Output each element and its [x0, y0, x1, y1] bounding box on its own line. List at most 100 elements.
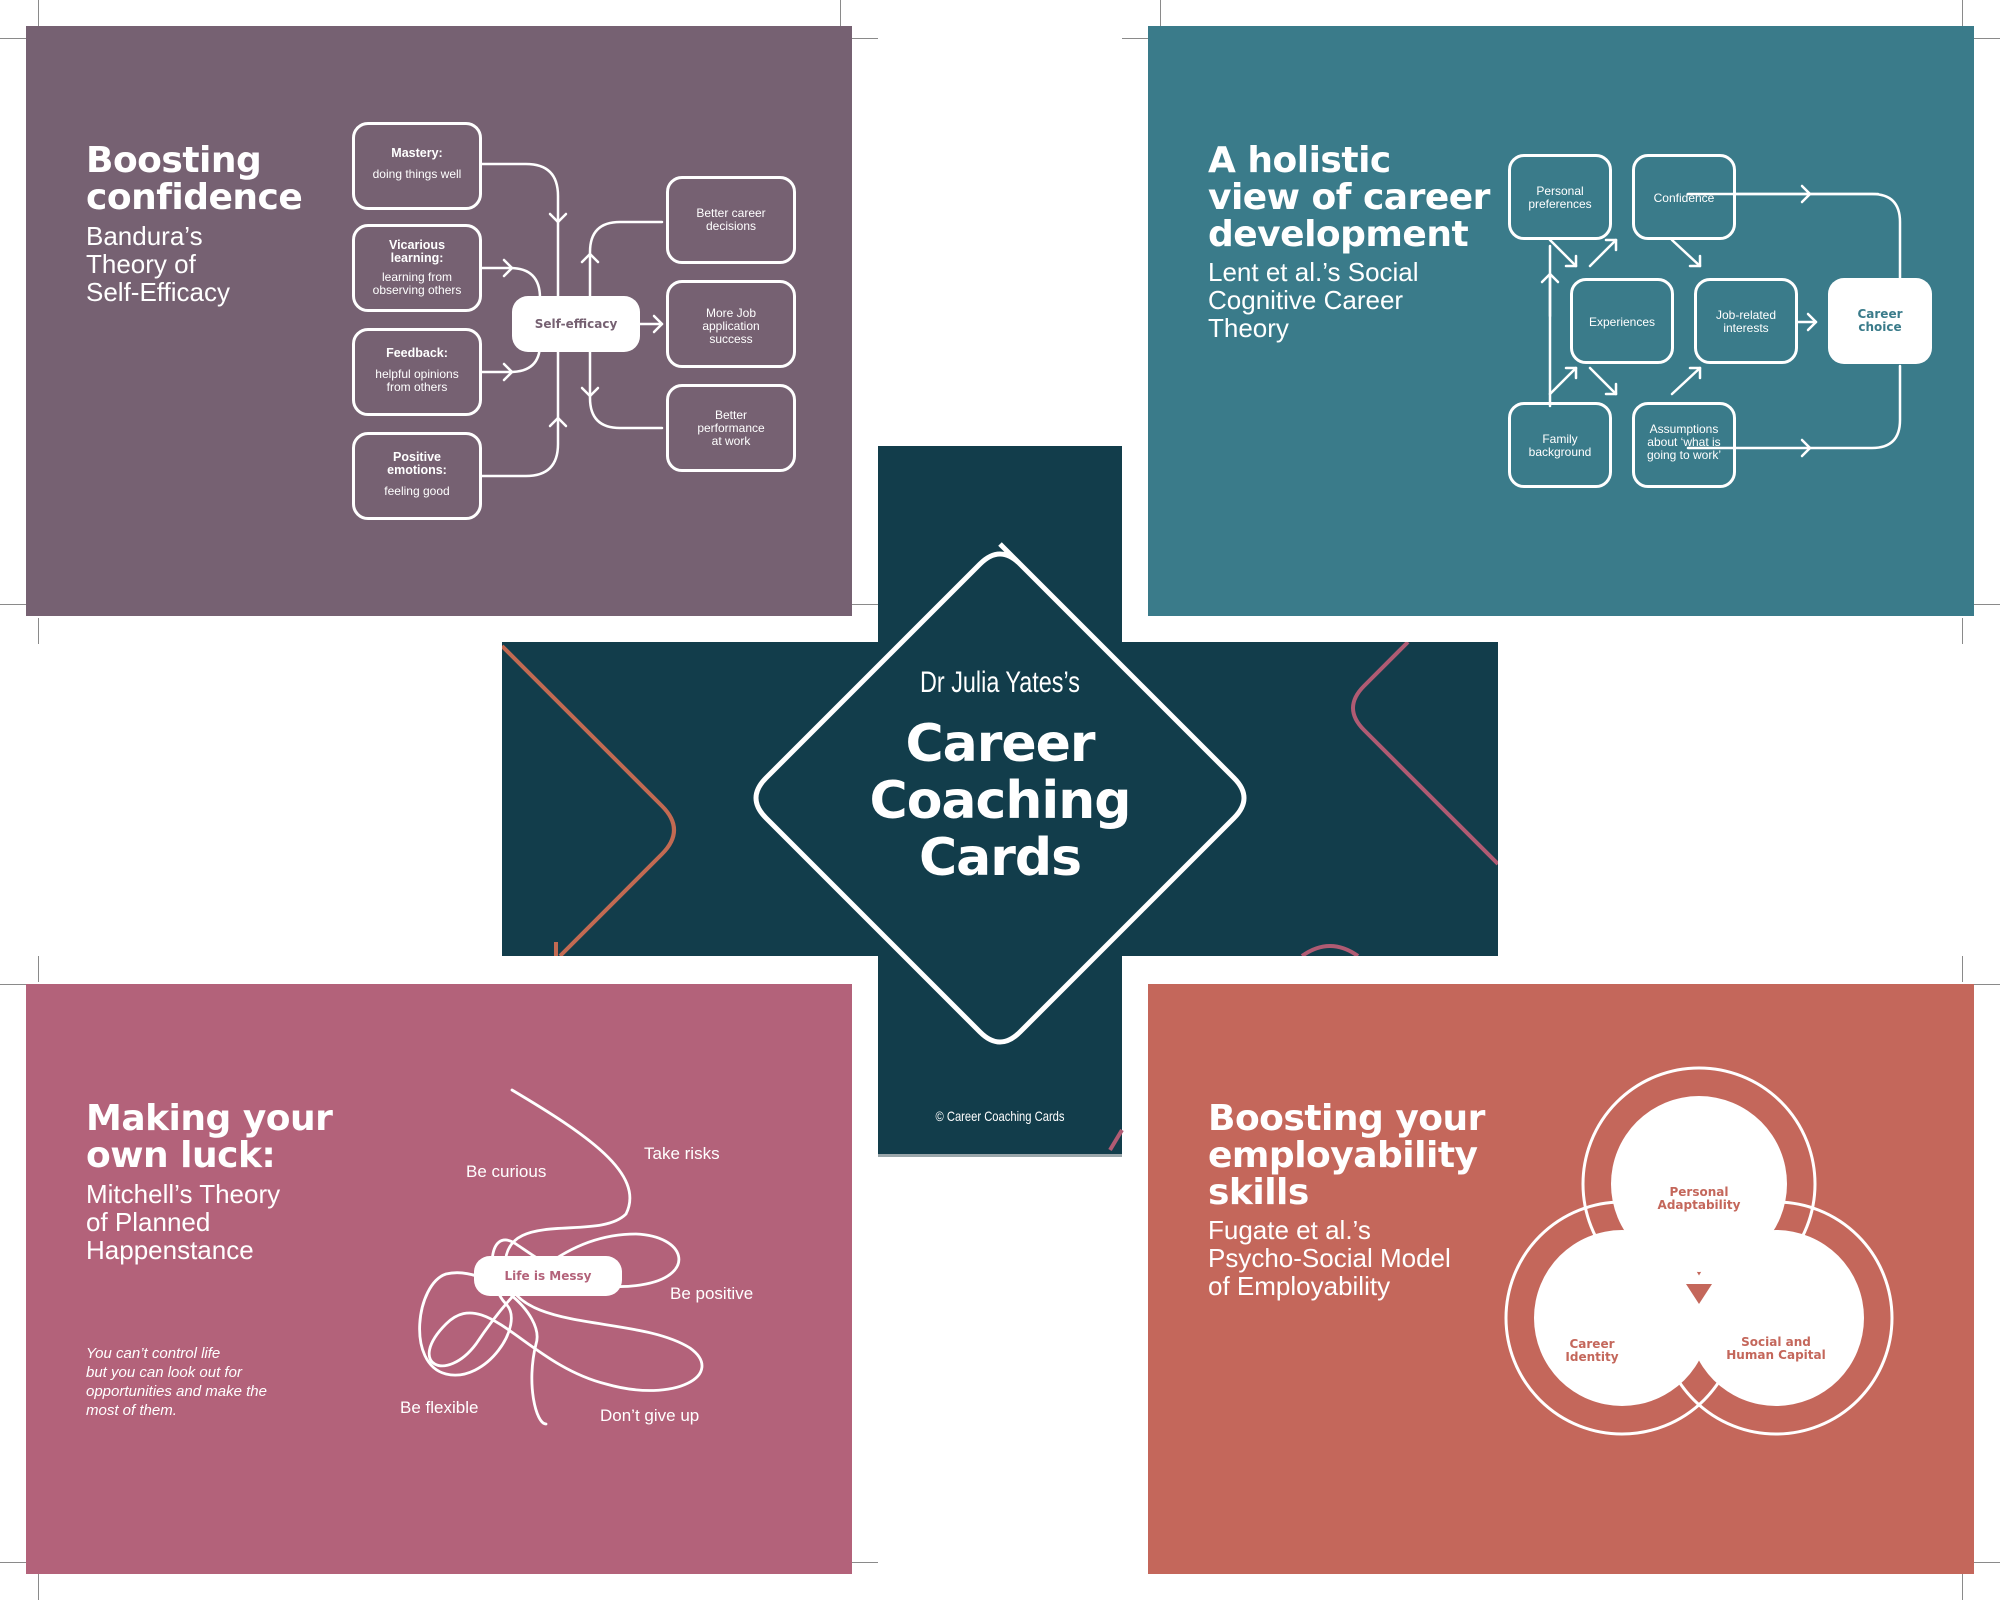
subtitle-line: Lent et al.’s Social — [1208, 257, 1419, 287]
arrow-head — [1800, 184, 1812, 204]
label-be-positive: Be positive — [670, 1284, 754, 1303]
subtitle-line: Happenstance — [86, 1235, 254, 1265]
title-line: view of career — [1208, 177, 1490, 218]
connector — [588, 348, 664, 430]
card-subtitle: Bandura’s Theory of Self-Efficacy — [86, 222, 230, 306]
crop-mark — [1962, 1574, 1963, 1600]
card-subtitle: Lent et al.’s Social Cognitive Career Th… — [1208, 258, 1419, 342]
source-body: helpful opinions from others — [375, 367, 459, 394]
life-is-messy-pill: Life is Messy — [474, 1256, 622, 1296]
subtitle-line: of Employability — [1208, 1271, 1391, 1301]
card-title: A holistic view of career development — [1208, 142, 1490, 253]
connector — [1548, 238, 1578, 268]
node-label: Personal preferences — [1528, 184, 1592, 211]
note-line: most of them. — [86, 1402, 177, 1419]
decorative-line — [502, 644, 676, 956]
venn-circle-personal-adaptability — [1611, 1096, 1787, 1272]
outcome-box: Better performance at work — [666, 384, 796, 472]
card-title: Making your own luck: — [86, 1098, 333, 1174]
node-job-related-interests: Job-related interests — [1694, 278, 1798, 364]
crop-mark — [0, 984, 26, 985]
subtitle-line: Bandura’s — [86, 221, 203, 251]
node-family-background: Family background — [1508, 402, 1612, 488]
subtitle-line: Theory of — [86, 249, 196, 279]
note-line: opportunities and make the — [86, 1383, 267, 1400]
connector — [1686, 364, 1902, 450]
crop-mark — [0, 604, 26, 605]
connector — [480, 416, 560, 478]
crop-mark — [1962, 956, 1963, 982]
card-note: You can’t control life but you can look … — [86, 1344, 267, 1420]
source-box-positive-emotions: Positive emotions:feeling good — [352, 432, 482, 520]
arrow-head — [1806, 312, 1818, 332]
connector — [1588, 238, 1618, 268]
cover-title-line: Coaching — [869, 771, 1132, 831]
arrow-head — [1688, 366, 1702, 380]
label-take-risks: Take risks — [644, 1144, 720, 1163]
note-line: You can’t control life — [86, 1345, 221, 1362]
connector — [1588, 366, 1618, 396]
outcome-label: Better performance at work — [697, 408, 765, 448]
source-body: doing things well — [372, 167, 462, 181]
title-line: skills — [1208, 1172, 1309, 1213]
node-assumptions: Assumptions about ‘what is going to work… — [1632, 402, 1736, 488]
title-line: Boosting — [86, 140, 262, 181]
source-head: Feedback: — [386, 346, 448, 360]
node-label: Family background — [1528, 432, 1592, 459]
subtitle-line: of Planned — [86, 1207, 211, 1237]
crop-mark — [1974, 984, 2000, 985]
title-line: A holistic — [1208, 140, 1391, 181]
card-own-luck: Making your own luck: Mitchell’s Theory … — [26, 984, 852, 1574]
connector — [1686, 192, 1902, 280]
subtitle-line: Psycho-Social Model — [1208, 1243, 1451, 1273]
source-box-feedback: Feedback: helpful opinions from others — [352, 328, 482, 416]
decorative-line — [1351, 642, 1498, 866]
crop-mark — [1962, 0, 1963, 26]
card-title: Boosting your employability skills — [1208, 1100, 1485, 1211]
employability-venn — [1504, 1066, 1894, 1436]
arrow-head — [1564, 366, 1578, 380]
cover-copyright: © Career Coaching Cards — [935, 1108, 1065, 1124]
arrow-head — [1604, 382, 1618, 396]
crop-mark — [840, 0, 841, 26]
source-head: Positive emotions: — [387, 450, 447, 477]
cover-author: Dr Julia Yates’s — [920, 666, 1080, 699]
title-line: Making your — [86, 1098, 333, 1139]
card-holistic-view: A holistic view of career development Le… — [1148, 26, 1974, 616]
connector — [1548, 366, 1578, 396]
crop-mark — [38, 1574, 39, 1600]
subtitle-line: Fugate et al.’s — [1208, 1215, 1371, 1245]
crop-mark — [38, 0, 39, 26]
venn-label: Career Identity — [1565, 1337, 1619, 1364]
node-confidence: Confidence — [1632, 154, 1736, 240]
venn-label: Personal Adaptability — [1657, 1185, 1741, 1212]
outcome-box: Better career decisions — [666, 176, 796, 264]
crop-mark — [852, 604, 878, 605]
source-box-vicarious-learning: Vicarious learning:learning from observi… — [352, 224, 482, 312]
card-subtitle: Mitchell’s Theory of Planned Happenstanc… — [86, 1180, 280, 1264]
node-label: Assumptions about ‘what is going to work… — [1646, 422, 1722, 462]
connector — [1670, 238, 1702, 268]
connector — [480, 162, 560, 224]
decorative-line — [1300, 944, 1360, 956]
connector — [588, 220, 664, 300]
node-personal-preferences: Personal preferences — [1508, 154, 1612, 240]
arrow-head — [1688, 254, 1702, 268]
node-label: Experiences — [1588, 315, 1656, 329]
arrow-head — [1604, 238, 1618, 252]
title-line: development — [1208, 214, 1469, 255]
card-title: Boosting confidence — [86, 140, 303, 216]
crop-mark — [1974, 1562, 2000, 1563]
arrow-head — [580, 386, 600, 398]
self-efficacy-pill: Self-efficacy — [512, 296, 640, 352]
venn-label: Social and Human Capital — [1726, 1335, 1826, 1362]
label-be-flexible: Be flexible — [400, 1398, 479, 1417]
subtitle-line: Mitchell’s Theory — [86, 1179, 281, 1209]
note-line: but you can look out for — [86, 1364, 242, 1381]
messy-path-diagram — [418, 1088, 704, 1426]
title-line: Boosting your — [1208, 1098, 1485, 1139]
crop-mark — [1974, 604, 2000, 605]
cover-title: Career Coaching Cards — [800, 716, 1200, 887]
arrow-head — [652, 314, 664, 334]
